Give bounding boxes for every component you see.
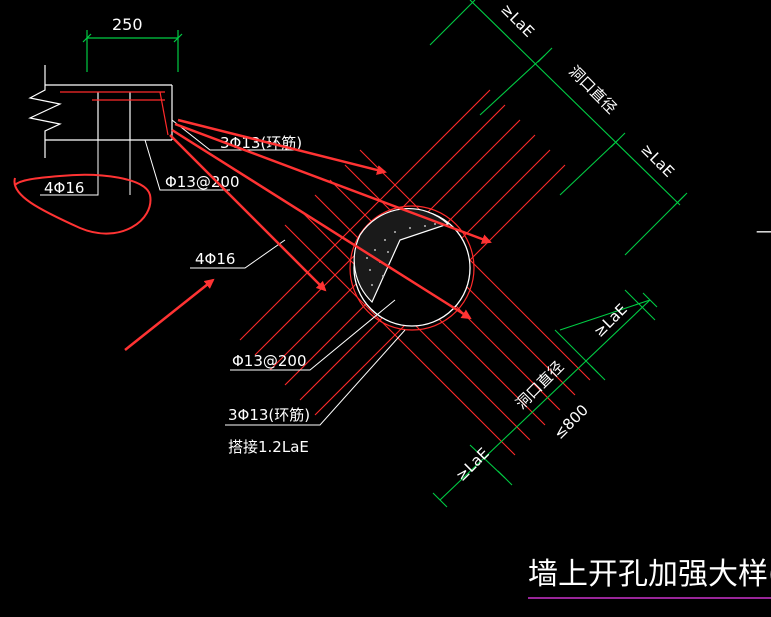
label-ring-bar-bottom: 3Φ13(环筋): [228, 406, 310, 424]
annotation-arrows: [124, 118, 492, 351]
label-stirrup-bottom: Φ13@200: [232, 352, 307, 370]
arrow-2: [174, 122, 492, 244]
detail-leaders: [190, 239, 406, 426]
section-leaders: [40, 119, 300, 196]
arrow-5: [124, 278, 215, 351]
dim-lae-2: ≥LaE: [637, 140, 678, 181]
dim-lae-1: ≥LaE: [497, 0, 538, 41]
dim-max-800: ≤800: [550, 401, 592, 443]
drawing-title: 墙上开孔加强大样(圆: [528, 557, 771, 592]
label-lap-length: 搭接1.2LaE: [228, 438, 309, 456]
dimension-250-text: 250: [112, 15, 143, 34]
hole-section-cut: [353, 208, 450, 304]
edge-mark: 一: [756, 223, 771, 242]
hole-dimensions: [429, 0, 688, 508]
dimension-250: [82, 30, 183, 72]
hole-detail: [239, 89, 591, 456]
wall-outline: [28, 65, 173, 158]
label-4phi16-middle: 4Φ16: [195, 250, 235, 268]
arrow-3: [171, 128, 472, 320]
dim-hole-diameter-top: 洞口直径: [565, 62, 620, 117]
arrow-4: [169, 134, 327, 292]
label-4phi16-section: 4Φ16: [44, 179, 84, 197]
highlight-circle: [13, 173, 152, 235]
hatch-dots: [366, 223, 436, 286]
wall-rebar: [60, 91, 169, 136]
wall-section: 250: [13, 15, 300, 235]
dim-lae-4: ≥LaE: [452, 444, 493, 485]
arrow-1: [177, 118, 387, 175]
hole-circle-outer: [349, 205, 475, 331]
label-stirrup-top: Φ13@200: [165, 173, 240, 191]
dim-lae-3: ≥LaE: [590, 300, 631, 341]
